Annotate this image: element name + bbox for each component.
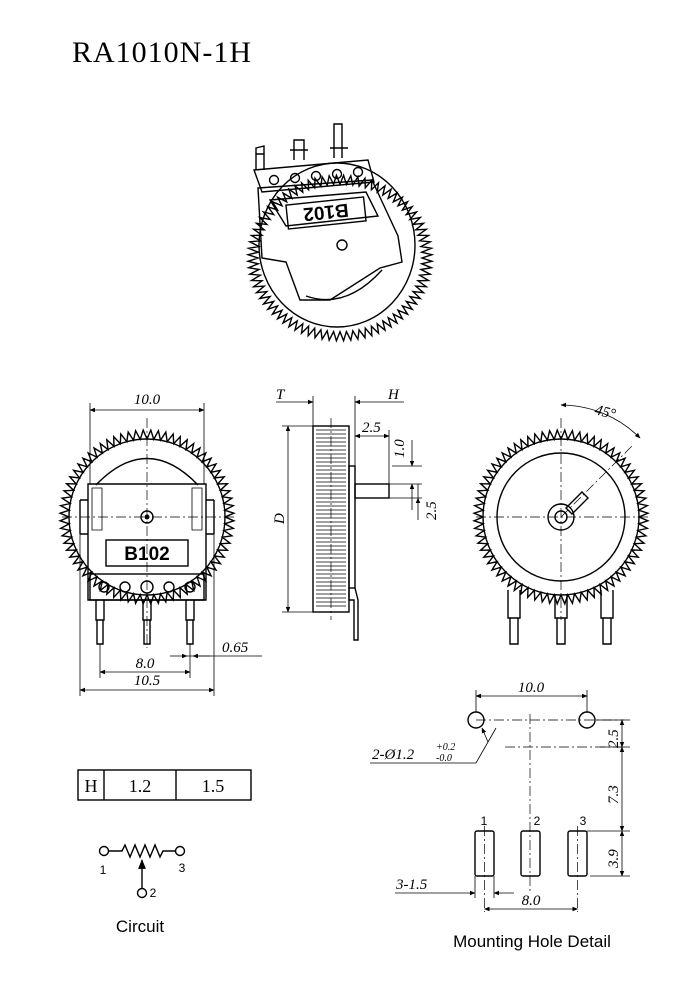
side-dim-H: H xyxy=(387,387,400,403)
side-dim-shaft-len: 2.5 xyxy=(362,420,381,436)
front-arc-window xyxy=(95,457,199,486)
front-dim-overall: 10.5 xyxy=(134,673,161,689)
side-dim-D: D xyxy=(272,513,288,525)
front-terminal-block xyxy=(89,573,205,601)
circuit-terminal-1 xyxy=(98,845,110,857)
iso-hole xyxy=(331,168,343,180)
iso-housing-arc xyxy=(305,269,383,301)
knurl-teeth xyxy=(245,173,435,343)
mount-hole-leader xyxy=(370,727,497,764)
iso-terminal-block xyxy=(253,159,375,193)
mounting-caption: Mounting Hole Detail xyxy=(453,932,611,951)
mount-dim-vertical: 7.3 xyxy=(606,785,622,804)
mount-pin-label: 1 xyxy=(481,814,488,828)
circuit-pin-label: 3 xyxy=(179,861,186,875)
mount-dim-top-offset: 2.5 xyxy=(606,729,622,748)
back-pin-2 xyxy=(554,595,568,645)
h-table-value: 1.2 xyxy=(129,776,152,796)
side-dim-T: T xyxy=(276,387,286,403)
mount-tol-minus: -0.0 xyxy=(436,753,452,764)
h-table: H 1.2 1.5 xyxy=(77,769,252,801)
front-clip-recesses xyxy=(91,487,203,531)
iso-shaft-hole xyxy=(336,239,348,251)
mount-pin-label: 3 xyxy=(580,814,587,828)
side-shaft xyxy=(354,483,390,499)
back-view: 45° xyxy=(472,402,650,645)
mount-dim-holes: 2-Ø1.2 xyxy=(372,747,415,763)
front-hole xyxy=(98,581,110,593)
iso-hole xyxy=(310,170,322,182)
mount-tol-plus: +0.2 xyxy=(436,742,455,753)
iso-pin-3 xyxy=(333,123,343,158)
front-label-box xyxy=(105,539,189,567)
iso-hole xyxy=(268,174,280,186)
iso-label-frame xyxy=(268,191,380,227)
front-hole xyxy=(140,580,154,594)
back-dim-angle-arc xyxy=(560,402,641,439)
front-hole xyxy=(184,581,196,593)
front-dim-pitch: 8.0 xyxy=(136,656,155,672)
front-pin-2 xyxy=(142,600,152,645)
iso-body-marking: B102 xyxy=(302,199,349,225)
mount-slot-2 xyxy=(520,830,541,877)
circuit-caption: Circuit xyxy=(116,917,164,936)
mount-dim-pitch: 8.0 xyxy=(522,893,541,909)
front-pin-3 xyxy=(185,600,195,645)
circuit-terminal-2 xyxy=(136,887,148,899)
front-dim-width: 10.0 xyxy=(134,392,161,408)
h-table-value: 1.5 xyxy=(202,776,225,796)
front-body-marking: B102 xyxy=(124,544,169,565)
front-side-tabs xyxy=(80,499,214,535)
side-housing xyxy=(348,465,356,589)
circuit-terminal-3 xyxy=(174,845,186,857)
iso-pin-1-tip xyxy=(255,145,265,154)
mount-dim-slot-w: 3-1.5 xyxy=(395,877,428,893)
iso-knurled-wheel xyxy=(245,173,435,343)
front-dim-pin-width: 0.65 xyxy=(222,640,249,656)
side-pin xyxy=(348,587,359,641)
back-dim-angle: 45° xyxy=(593,402,617,423)
part-number-title: RA1010N-1H xyxy=(72,36,252,69)
mount-dim-slot-len: 3.9 xyxy=(606,849,622,869)
mounting-hole-detail: 10.0 2-Ø1.2 +0.2 -0.0 2.5 7.3 3.9 1 2 3 … xyxy=(370,680,630,951)
back-pin-1 xyxy=(507,590,521,645)
side-dim-shaft-off: 1.0 xyxy=(392,439,408,458)
mount-pin-label: 2 xyxy=(534,814,541,828)
circuit-pin-label: 2 xyxy=(150,886,157,900)
front-shaft-dot xyxy=(144,514,150,520)
isometric-view: B102 xyxy=(245,123,435,343)
iso-hole xyxy=(289,172,301,184)
front-view: B102 10.0 8.0 10.5 0.65 xyxy=(58,392,262,696)
iso-hole xyxy=(352,166,364,178)
front-hole xyxy=(119,581,131,593)
circuit-pin-label: 1 xyxy=(100,863,107,877)
back-wiper xyxy=(565,491,589,515)
h-table-header: H xyxy=(85,776,98,796)
side-dim-shaft-h: 2.5 xyxy=(424,501,440,520)
front-pin-1 xyxy=(95,600,105,645)
iso-pin-1 xyxy=(255,153,265,170)
front-housing xyxy=(87,483,207,601)
back-center-line-45 xyxy=(560,445,633,518)
iso-housing xyxy=(257,179,403,301)
front-hole xyxy=(163,581,175,593)
side-view: T H 2.5 1.0 2.5 D xyxy=(272,387,440,641)
mount-dim-top-spacing: 10.0 xyxy=(518,680,545,696)
circuit-diagram: 1 2 3 Circuit xyxy=(98,843,186,936)
mount-hole-leader-arrow xyxy=(481,727,489,743)
h-table-frame xyxy=(77,769,252,801)
back-shaft-hole xyxy=(554,510,568,524)
front-tab-edges xyxy=(79,500,215,534)
iso-label-box xyxy=(285,196,367,230)
back-pin-3 xyxy=(600,590,614,645)
resistor-symbol xyxy=(108,843,176,859)
front-shaft-hole xyxy=(140,510,154,524)
back-shaft-boss xyxy=(547,503,575,531)
